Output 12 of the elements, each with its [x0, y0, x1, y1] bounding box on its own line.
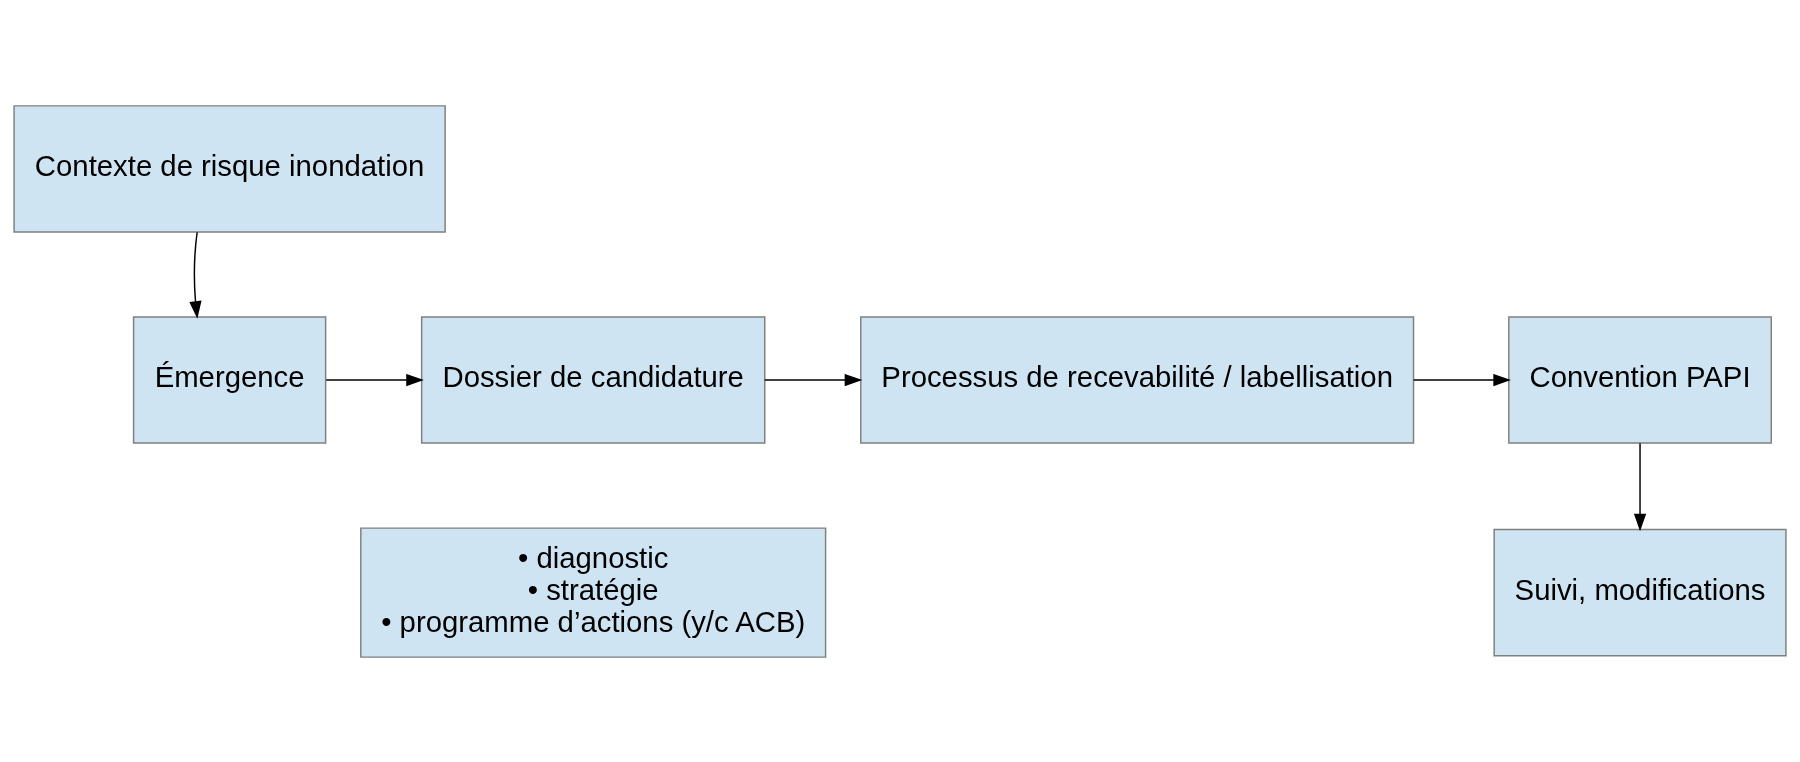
node-box: • diagnostic • stratégie • programme d’actions (y/c ACB) — [360, 526, 827, 658]
node-box: Dossier de candidature — [420, 315, 766, 444]
node-box: Contexte de risque inondation — [13, 104, 446, 233]
node-box: Processus de recevabilité / labellisation — [860, 315, 1415, 444]
arrow — [189, 231, 202, 319]
arrow — [764, 373, 863, 386]
node-box: Suivi, modifications — [1493, 528, 1787, 656]
arrow — [325, 373, 424, 386]
node-box: Émergence — [132, 315, 327, 444]
arrow — [1633, 442, 1647, 531]
arrow — [1412, 373, 1511, 386]
node-box: Convention PAPI — [1508, 315, 1772, 444]
